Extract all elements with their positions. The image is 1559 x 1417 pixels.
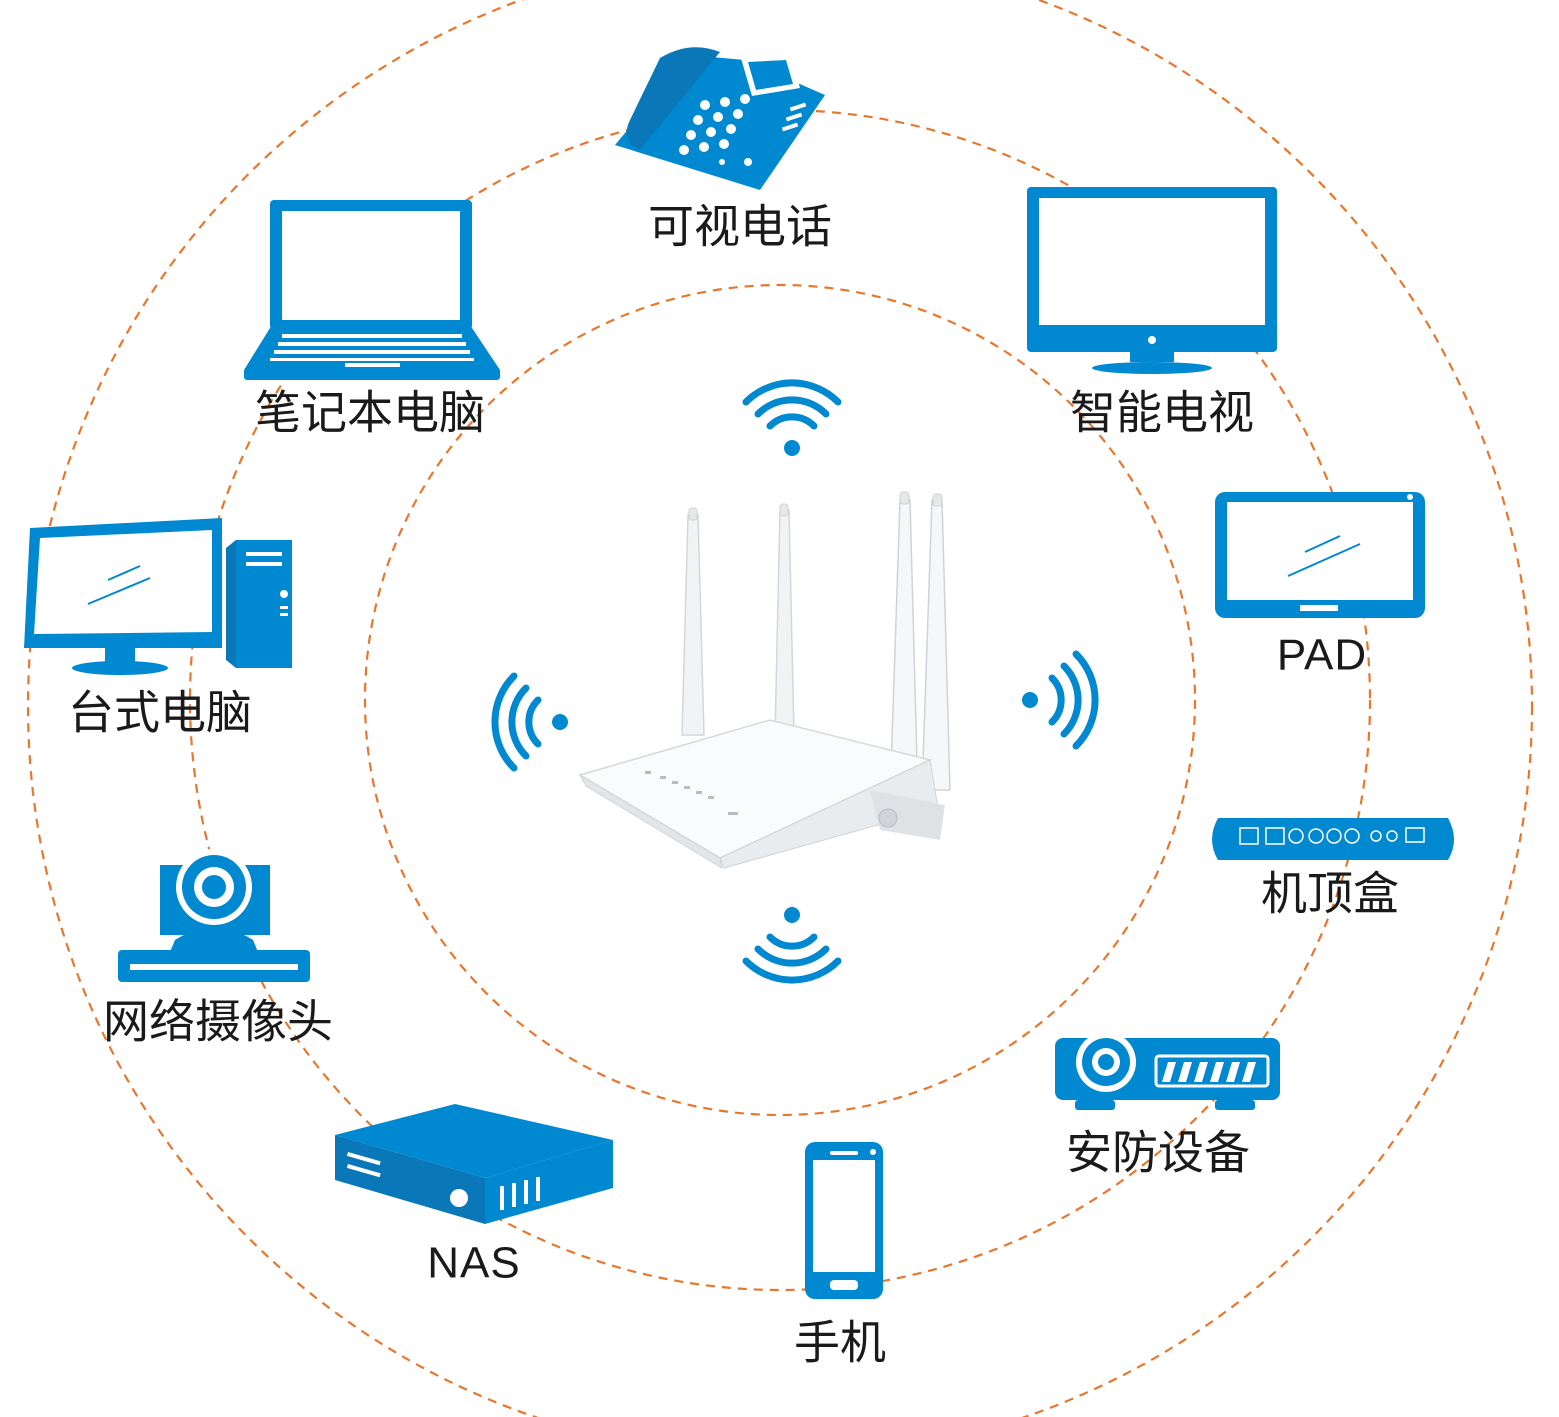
ptz-camera-icon: [118, 849, 310, 982]
ring-outer: [27, 0, 1533, 1417]
device-label: 机顶盒: [1261, 867, 1399, 921]
ring-middle: [188, 108, 1372, 1292]
device-pad: PAD: [1215, 492, 1425, 680]
device-smart-tv: 智能电视: [1027, 187, 1277, 440]
desktop-computer-icon: [24, 518, 292, 675]
wifi-icon-top: [742, 379, 842, 456]
device-label: NAS: [427, 1239, 520, 1288]
ring-inner: [363, 283, 1197, 1117]
set-top-box-icon: [1212, 818, 1454, 860]
device-label: 智能电视: [1070, 386, 1254, 440]
laptop-icon: [244, 200, 500, 380]
smartphone-icon: [805, 1142, 883, 1299]
wifi-icon-left: [491, 672, 568, 772]
device-label: 笔记本电脑: [255, 386, 485, 440]
signal-rings: [27, 0, 1533, 1417]
router-antennas: [681, 491, 951, 801]
device-security: 安防设备: [1055, 1032, 1280, 1180]
device-label: 可视电话: [648, 200, 832, 254]
wifi-icon-right: [1022, 650, 1099, 750]
wireless-router-icon: [578, 491, 951, 870]
wifi-icon-bottom: [742, 907, 842, 984]
device-desktop: 台式电脑: [24, 518, 292, 740]
tv-icon: [1027, 187, 1277, 374]
nas-server-icon: [335, 1104, 613, 1224]
device-mobile: 手机: [794, 1142, 886, 1370]
device-label: 台式电脑: [68, 686, 252, 740]
device-video-phone: 可视电话: [615, 47, 832, 254]
device-set-top-box: 机顶盒: [1212, 818, 1454, 921]
device-label: 网络摄像头: [103, 995, 333, 1049]
projector-icon: [1055, 1032, 1280, 1110]
device-ip-camera: 网络摄像头: [103, 849, 333, 1049]
device-laptop: 笔记本电脑: [244, 200, 500, 440]
desk-phone-icon: [615, 47, 825, 190]
device-label: PAD: [1277, 631, 1367, 680]
device-label: 手机: [794, 1316, 886, 1370]
device-nas: NAS: [335, 1104, 613, 1288]
device-label: 安防设备: [1066, 1126, 1250, 1180]
tablet-icon: [1215, 492, 1425, 618]
